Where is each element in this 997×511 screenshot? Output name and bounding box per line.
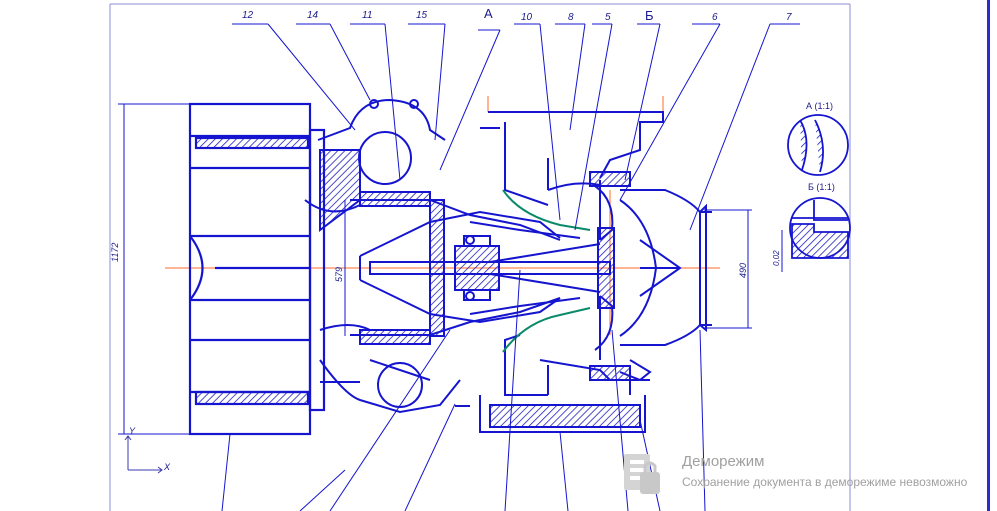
compressor-impeller <box>359 199 581 337</box>
dim-gap: 0,02 <box>772 250 781 266</box>
label-6: 6 <box>712 12 718 23</box>
compressor-housing <box>304 98 561 414</box>
axis-x-label: X <box>164 462 171 472</box>
detail-b-title: Б (1:1) <box>808 182 835 192</box>
seal-lines <box>502 189 591 353</box>
intake-filter <box>188 102 326 436</box>
window-right-edge <box>987 0 990 511</box>
label-5: 5 <box>605 12 611 23</box>
label-7: 7 <box>786 12 792 23</box>
detail-view-a <box>787 114 849 176</box>
label-11: 11 <box>362 10 373 21</box>
label-a: А <box>484 6 493 21</box>
label-8: 8 <box>568 12 574 23</box>
demo-mode-watermark: Деморежим Сохранение документа в демореж… <box>620 448 992 500</box>
demo-logo-icon <box>624 454 660 494</box>
bottom-leader-lines <box>221 269 706 511</box>
turbine-base <box>479 334 650 433</box>
demo-mode-title: Деморежим <box>682 453 765 470</box>
label-14: 14 <box>307 10 319 21</box>
label-b: Б <box>645 8 654 23</box>
detail-view-b <box>789 197 851 259</box>
label-10: 10 <box>521 12 533 23</box>
leader-lines <box>232 23 800 231</box>
axis-y-label: Y <box>129 426 136 436</box>
detail-a-title: А (1:1) <box>806 101 834 111</box>
label-15: 15 <box>416 10 428 21</box>
demo-mode-message: Сохранение документа в деморежиме невозм… <box>682 475 968 489</box>
dim-impeller-diameter: 579 <box>334 266 344 282</box>
drawing-frame <box>109 3 851 511</box>
coordinate-axes-icon <box>124 435 163 474</box>
dim-overall-height: 1172 <box>110 242 120 262</box>
dim-outlet-diameter: 490 <box>738 262 748 278</box>
dimension-lines <box>118 103 783 435</box>
label-12: 12 <box>242 10 254 21</box>
